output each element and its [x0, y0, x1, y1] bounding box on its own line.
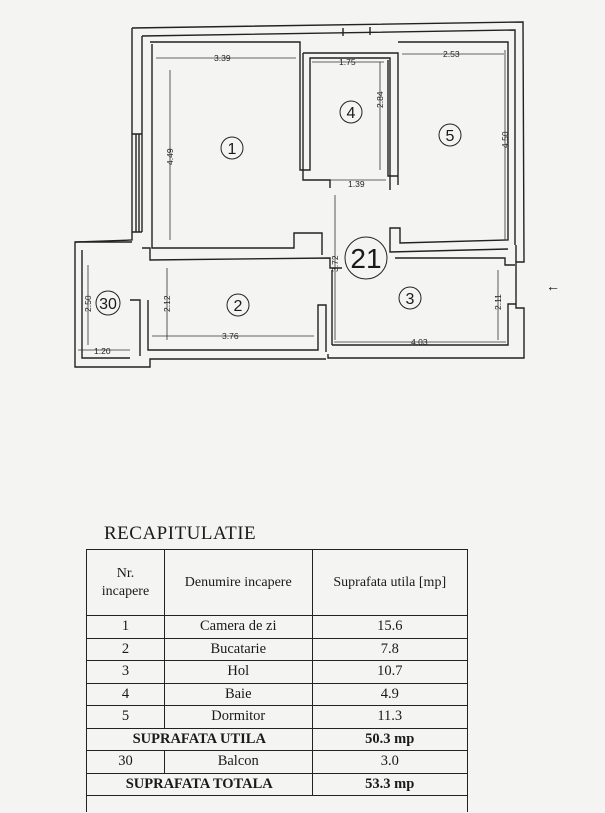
- balcony-name: Balcon: [163, 750, 313, 774]
- dim-room5-width: 2.53: [443, 49, 460, 59]
- row-area: 11.3: [311, 705, 468, 729]
- table-row: 2 Bucatarie 7.8: [86, 637, 468, 661]
- header-nr: Nr. incapere: [86, 549, 165, 616]
- dim-balcony-height: 2.50: [83, 295, 93, 312]
- dim-hall-height: 3.72: [330, 255, 340, 272]
- balcony-nr: 30: [86, 750, 165, 774]
- total-area-value: 53.3 mp: [311, 772, 468, 796]
- row-name: Bucatarie: [163, 637, 313, 661]
- dim-room1-width: 3.39: [214, 53, 231, 63]
- dim-room3-width: 4.03: [411, 337, 428, 347]
- row-area: 10.7: [311, 660, 468, 684]
- row-name: Hol: [163, 660, 313, 684]
- useful-area-row: SUPRAFATA UTILA 50.3 mp: [86, 727, 468, 751]
- balcony-wall: [75, 241, 132, 359]
- room5-wall: [389, 41, 509, 253]
- dim-room2-width: 3.76: [222, 331, 239, 341]
- dim-room4-width: 1.75: [339, 57, 356, 67]
- room4-number: 4: [347, 105, 356, 122]
- header-name: Denumire incapere: [163, 549, 313, 616]
- window-left: [132, 133, 142, 233]
- total-area-row: SUPRAFATA TOTALA 53.3 mp: [86, 772, 468, 796]
- outer-wall-inner-line: [141, 29, 516, 245]
- dim-balcony-width: 1.20: [94, 346, 111, 356]
- room3-wall: [331, 270, 516, 346]
- room4-wall: [302, 52, 399, 188]
- balcony-number: 30: [99, 296, 117, 313]
- row-name: Dormitor: [163, 705, 313, 729]
- row-nr: 1: [86, 615, 165, 639]
- table-row: 4 Baie 4.9: [86, 682, 468, 706]
- row-nr: 3: [86, 660, 165, 684]
- header-area: Suprafata utila [mp]: [311, 549, 468, 616]
- row-name: Baie: [163, 682, 313, 706]
- table-row: 5 Dormitor 11.3: [86, 705, 468, 729]
- recap-table: Nr. incapere Denumire incapere Suprafata…: [86, 549, 468, 812]
- room2-wall: [130, 299, 327, 356]
- row-nr: 5: [86, 705, 165, 729]
- row-nr: 2: [86, 637, 165, 661]
- room1-inner: [151, 44, 323, 255]
- apartment-number: 21: [350, 243, 381, 274]
- total-area-label: SUPRAFATA TOTALA: [86, 772, 313, 796]
- balcony-area: 3.0: [311, 750, 468, 774]
- dim-room5-height: 4.50: [500, 131, 510, 148]
- middle-wall: [142, 247, 515, 269]
- row-nr: 4: [86, 682, 165, 706]
- table-header-row: Nr. incapere Denumire incapere Suprafata…: [86, 549, 468, 616]
- room5-number: 5: [446, 128, 455, 145]
- top-notch: [342, 27, 517, 262]
- balcony-row: 30 Balcon 3.0: [86, 750, 468, 774]
- table-row: 1 Camera de zi 15.6: [86, 615, 468, 639]
- dim-room2-height: 2.12: [162, 295, 172, 312]
- entrance-arrow-icon: ←: [546, 280, 560, 295]
- useful-area-label: SUPRAFATA UTILA: [86, 727, 313, 751]
- row-area: 7.8: [311, 637, 468, 661]
- recap-title: RECAPITULATIE: [104, 523, 257, 544]
- row-area: 15.6: [311, 615, 468, 639]
- dim-room1-height: 4.49: [165, 148, 175, 165]
- useful-area-value: 50.3 mp: [311, 727, 468, 751]
- room3-number: 3: [406, 291, 415, 308]
- row-area: 4.9: [311, 682, 468, 706]
- room1-number: 1: [228, 141, 237, 158]
- dim-room3-height: 2.11: [493, 294, 503, 310]
- dim-room4-bottom: 1.39: [348, 179, 365, 189]
- row-name: Camera de zi: [163, 615, 313, 639]
- dim-room4-height: 2.84: [375, 91, 385, 108]
- room1-wall: [150, 41, 391, 190]
- table-row: 3 Hol 10.7: [86, 660, 468, 684]
- outer-wall: [131, 21, 525, 359]
- room2-number: 2: [234, 298, 243, 315]
- floor-plan: 3.39 1.75 2.53 4.49 2.84 4.50 1.39 3.72 …: [74, 21, 525, 368]
- empty-row: [86, 795, 468, 812]
- left-wall: [74, 28, 326, 368]
